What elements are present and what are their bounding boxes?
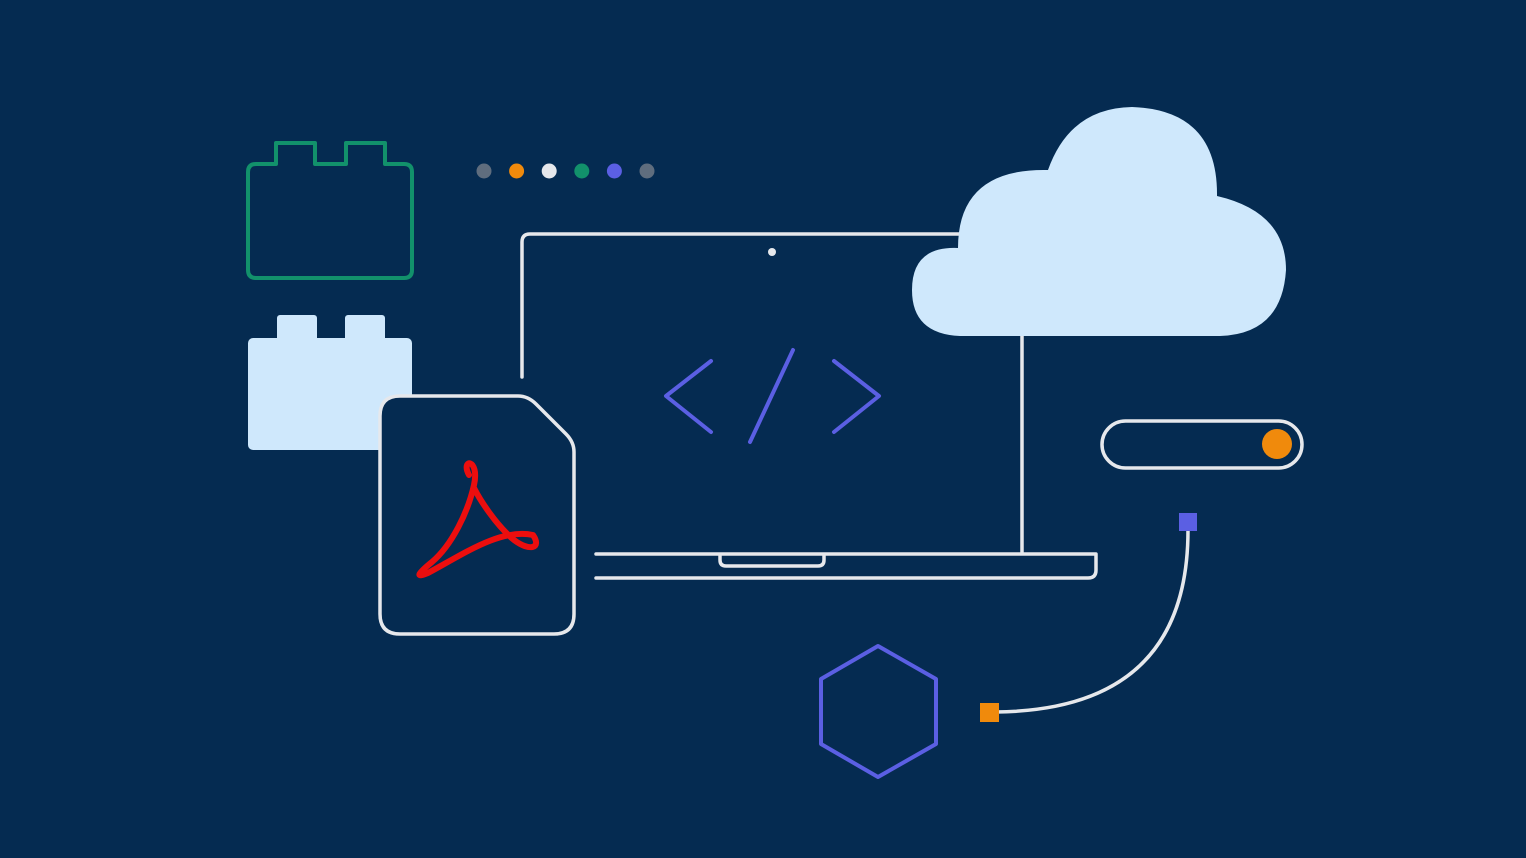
hexagon-icon [819, 644, 938, 779]
pdf-document-icon [378, 394, 576, 636]
dot-orange [509, 163, 525, 179]
connector-end-purple [1179, 513, 1197, 531]
connector-end-orange [980, 703, 999, 722]
code-brackets-icon [664, 348, 881, 444]
lego-block-outline-icon [246, 141, 414, 280]
dot-gray-2 [639, 163, 655, 179]
dot-row [476, 163, 655, 179]
toggle-knob [1262, 429, 1292, 459]
pdf-logo-icon [416, 460, 540, 579]
lego-block-filled-icon [248, 315, 412, 450]
toggle-switch-icon [1100, 419, 1304, 470]
connector-cable-icon [980, 513, 1197, 722]
dot-purple [606, 163, 622, 179]
cloud-icon [912, 107, 1286, 336]
dot-green [574, 163, 590, 179]
laptop-camera [768, 248, 776, 256]
dot-gray [476, 163, 492, 179]
dot-white [541, 163, 557, 179]
